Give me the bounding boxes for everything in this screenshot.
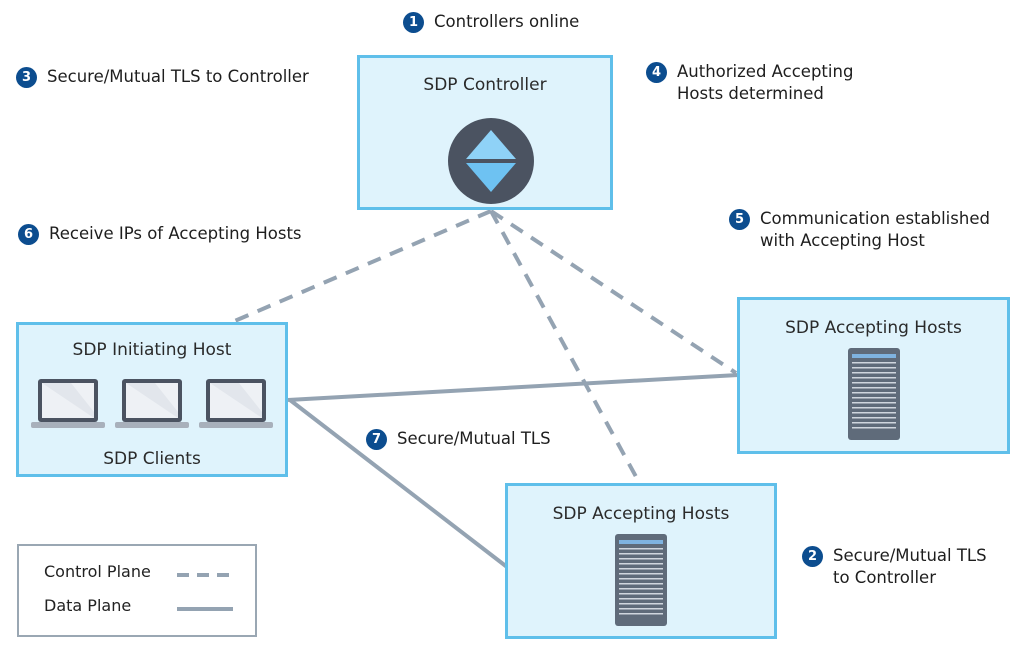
laptop-icon [31, 379, 105, 428]
step-number-badge: 3 [16, 67, 37, 88]
legend-label-data-plane: Data Plane [44, 596, 132, 615]
step-2: 2 Secure/Mutual TLS to Controller [802, 545, 987, 589]
step-3: 3 Secure/Mutual TLS to Controller [16, 66, 309, 88]
step-6: 6 Receive IPs of Accepting Hosts [18, 223, 302, 245]
step-text: Secure/Mutual TLS to Controller [47, 67, 309, 86]
step-number-badge: 1 [403, 12, 424, 33]
data-line-to-accepting-bottom [288, 398, 509, 569]
control-line-to-accepting-right [489, 209, 738, 375]
step-text: Secure/Mutual TLS [397, 429, 551, 448]
step-number-badge: 2 [802, 546, 823, 567]
controller-diamond-icon [448, 118, 534, 204]
step-7: 7 Secure/Mutual TLS [366, 428, 551, 450]
step-number-badge: 5 [729, 209, 750, 230]
control-line-to-accepting-bottom [489, 210, 642, 485]
step-text: Receive IPs of Accepting Hosts [49, 224, 302, 243]
step-1: 1 Controllers online [403, 11, 579, 33]
legend-label-control-plane: Control Plane [44, 562, 151, 581]
step-5: 5 Communication established with Accepti… [729, 208, 990, 252]
step-number-badge: 6 [18, 224, 39, 245]
data-line-to-accepting-right [287, 373, 739, 402]
step-4: 4 Authorized Accepting Hosts determined [646, 61, 853, 105]
accepting-hosts-right-title: SDP Accepting Hosts [785, 318, 962, 338]
solid-line-swatch [177, 607, 233, 611]
step-text: Controllers online [434, 12, 580, 31]
step-text: Secure/Mutual TLS to Controller [833, 546, 987, 587]
step-text: Communication established with Accepting… [760, 209, 990, 250]
step-text: Authorized Accepting Hosts determined [677, 62, 854, 103]
sdp-clients-label: SDP Clients [103, 449, 201, 469]
dashed-line-swatch [177, 573, 233, 577]
step-number-badge: 7 [366, 429, 387, 450]
initiating-host-title: SDP Initiating Host [72, 340, 232, 360]
accepting-hosts-bottom-title: SDP Accepting Hosts [552, 504, 730, 524]
server-rack-icon [848, 348, 900, 440]
laptop-icon [115, 379, 189, 428]
sdp-controller-title: SDP Controller [423, 75, 547, 95]
laptop-icon [199, 379, 273, 428]
legend: Control Plane Data Plane [17, 544, 257, 637]
step-number-badge: 4 [646, 62, 667, 83]
server-rack-icon [615, 534, 667, 626]
